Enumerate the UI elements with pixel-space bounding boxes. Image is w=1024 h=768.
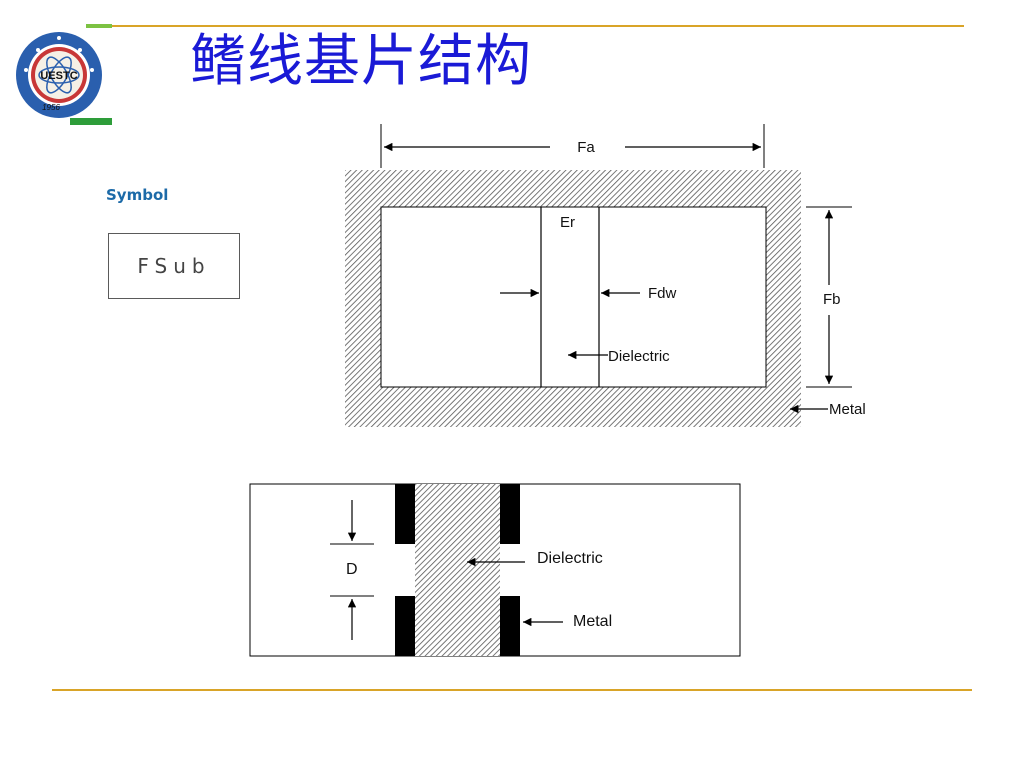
- dielectric-label: Dielectric: [608, 348, 670, 365]
- metal-label: Metal: [829, 401, 866, 418]
- cavity: [380, 206, 767, 388]
- uestc-logo: UESTC 1956: [16, 32, 102, 118]
- bottom-divider: [52, 689, 972, 691]
- logo-year: 1956: [42, 103, 60, 112]
- bottom-dielectric-label: Dielectric: [537, 550, 603, 567]
- top-divider: [112, 25, 964, 27]
- bottom-cross-section: D Dielectric Metal: [249, 483, 741, 657]
- er-label: Er: [560, 214, 575, 231]
- metal-fin-bottom-right: [500, 596, 520, 656]
- metal-fin-bottom-left: [395, 596, 415, 656]
- top-cross-section: Fa Er Fdw Dielectric Fb Metal: [345, 124, 866, 427]
- dielectric-slab: [415, 484, 500, 656]
- fa-label: Fa: [577, 139, 595, 156]
- logo-accent-top: [86, 24, 112, 28]
- fb-label: Fb: [823, 291, 841, 308]
- metal-fin-top-left: [395, 484, 415, 544]
- symbol-heading: Symbol: [106, 186, 169, 204]
- logo-accent-bar: [70, 118, 112, 125]
- slide-title: 鳍线基片结构: [190, 29, 532, 94]
- logo-abbr: UESTC: [40, 70, 77, 82]
- symbol-box-text: FSub: [137, 254, 211, 278]
- fdw-label: Fdw: [648, 285, 677, 302]
- metal-fin-top-right: [500, 484, 520, 544]
- d-label: D: [346, 561, 358, 578]
- symbol-box: FSub: [108, 233, 240, 299]
- bottom-metal-label: Metal: [573, 613, 612, 630]
